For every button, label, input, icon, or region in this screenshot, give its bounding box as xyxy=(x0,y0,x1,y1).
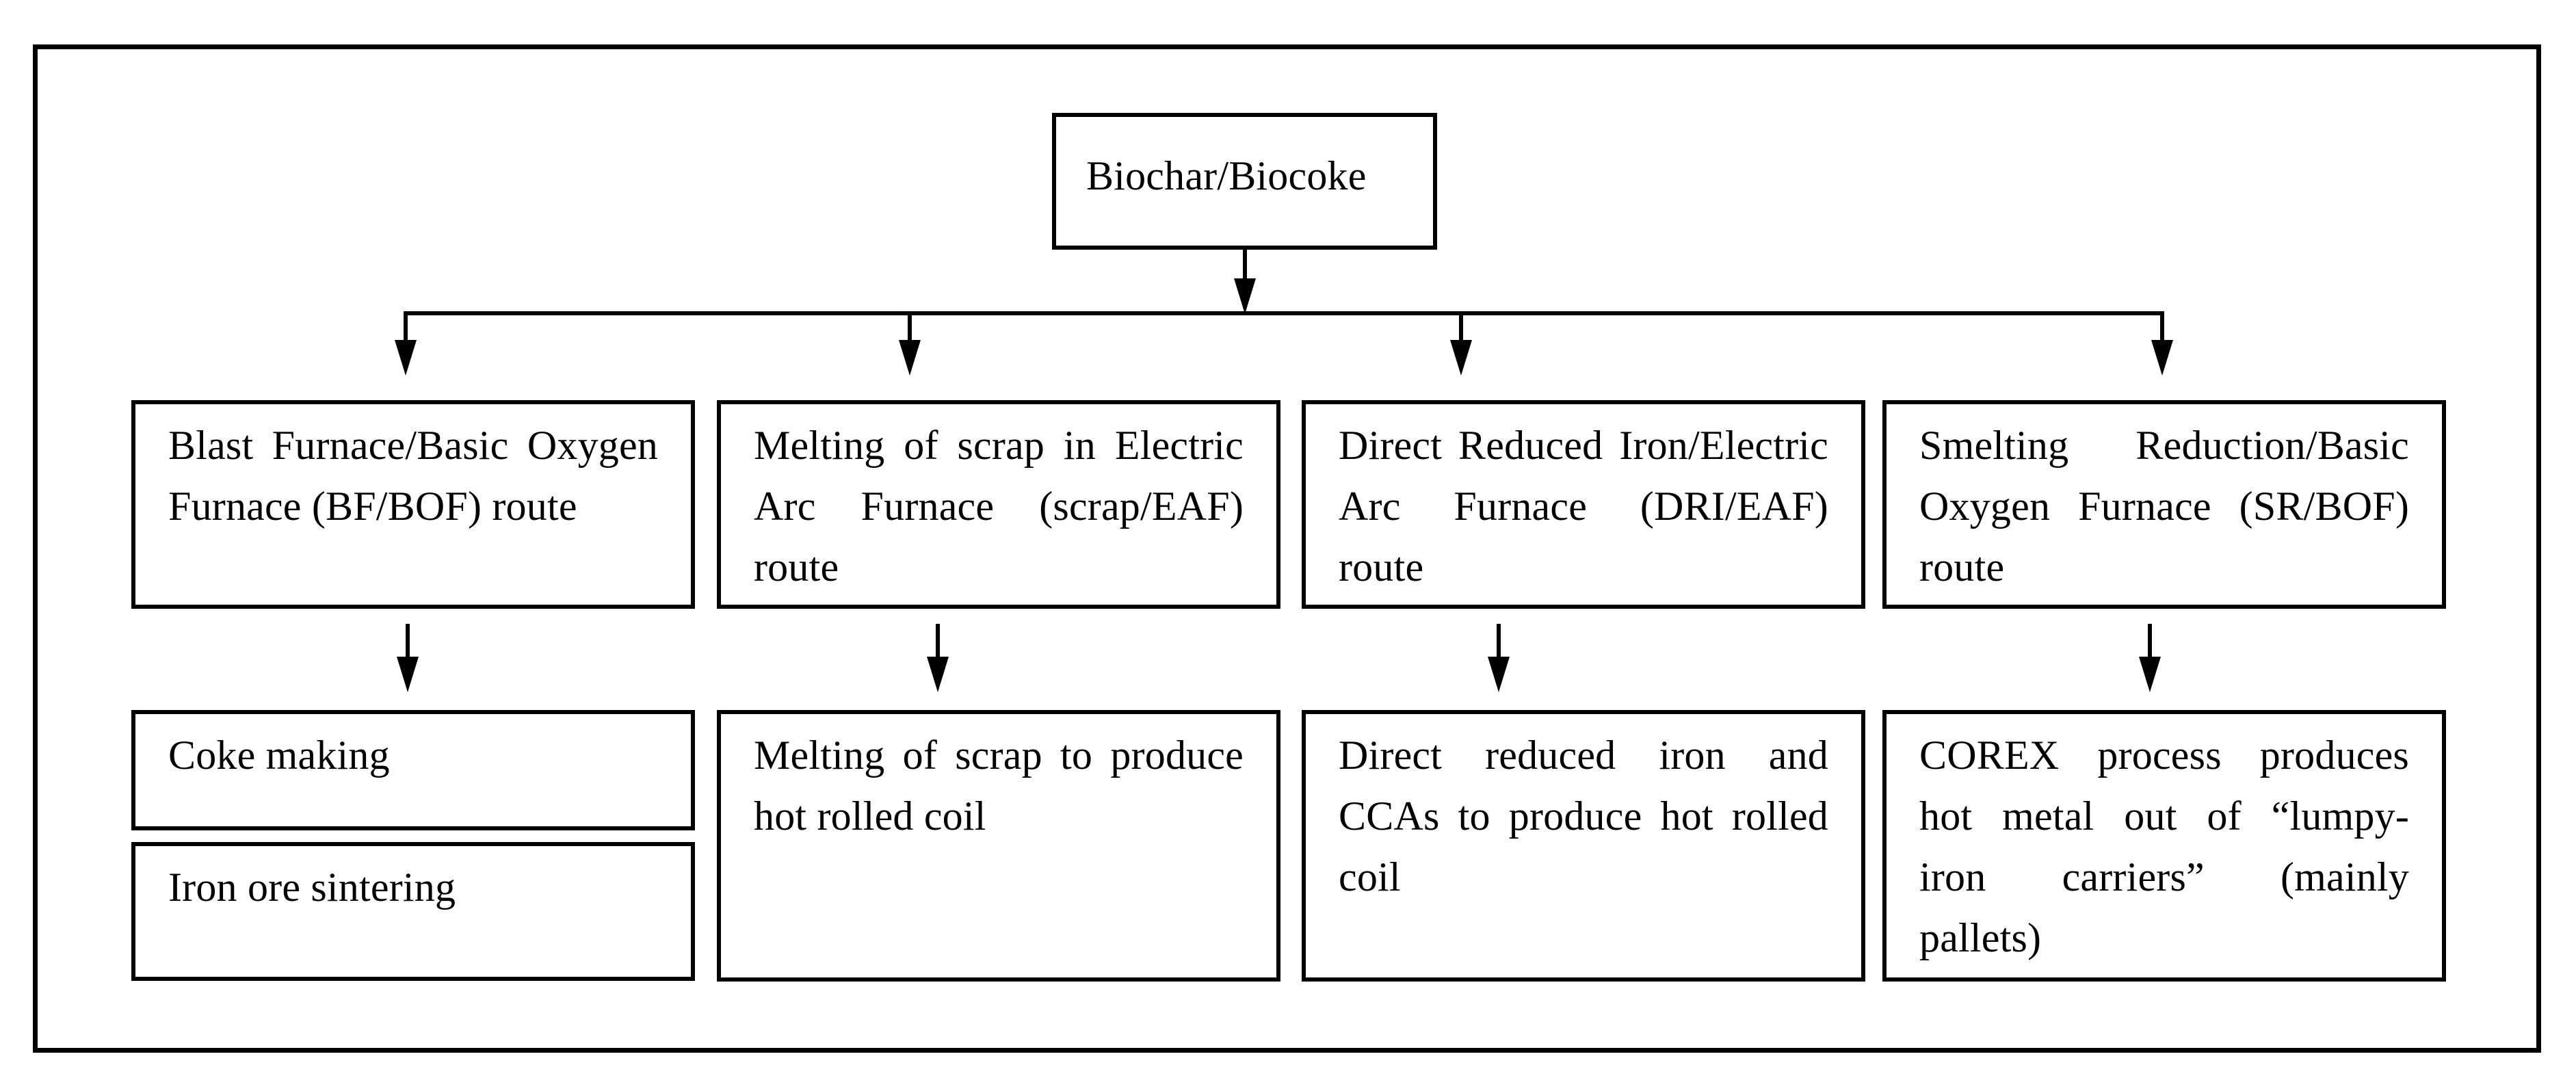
node-route-dri-eaf: Direct Reduced Iron/Electric Arc Furnace… xyxy=(1302,400,1865,609)
node-route-bf-bof: Blast Furnace/Basic Oxygen Furnace (BF/B… xyxy=(131,400,695,609)
arrowhead-down-icon xyxy=(2151,340,2173,376)
arrowhead-down-icon xyxy=(1488,657,1510,692)
connector-root-stem xyxy=(1243,250,1247,282)
arrowhead-down-icon xyxy=(899,340,921,376)
node-output-dri-ccas-hot-rolled-coil-label: Direct reduced iron and CCAs to produce … xyxy=(1339,733,1828,899)
node-output-coke-making-label: Coke making xyxy=(168,733,390,778)
node-output-scrap-hot-rolled-coil: Melting of scrap to produce hot rolled c… xyxy=(717,710,1280,982)
node-route-scrap-eaf: Melting of scrap in Electric Arc Furnace… xyxy=(717,400,1280,609)
node-biochar-biocoke-label: Biochar/Biocoke xyxy=(1086,153,1367,198)
node-output-iron-ore-sintering: Iron ore sintering xyxy=(131,842,695,981)
figure-border xyxy=(33,44,2541,1053)
arrowhead-down-icon xyxy=(2139,657,2161,692)
connector-route-3-output xyxy=(1497,624,1501,659)
arrowhead-down-icon xyxy=(397,657,419,692)
node-route-bf-bof-label: Blast Furnace/Basic Oxygen Furnace (BF/B… xyxy=(168,423,658,529)
node-output-iron-ore-sintering-label: Iron ore sintering xyxy=(168,865,456,910)
arrowhead-down-icon xyxy=(1234,278,1256,314)
connector-route-4-output xyxy=(2148,624,2152,659)
node-route-sr-bof: Smelting Reduction/Basic Oxygen Furnace … xyxy=(1882,400,2446,609)
node-output-corex-process: COREX process produces hot metal out of … xyxy=(1882,710,2446,982)
node-route-dri-eaf-label: Direct Reduced Iron/Electric Arc Furnace… xyxy=(1339,423,1828,590)
arrowhead-down-icon xyxy=(927,657,949,692)
connector-route-2-output xyxy=(936,624,940,659)
node-route-scrap-eaf-label: Melting of scrap in Electric Arc Furnace… xyxy=(754,423,1244,590)
connector-drop-1 xyxy=(404,311,408,343)
connector-drop-2 xyxy=(908,311,912,343)
arrowhead-down-icon xyxy=(395,340,417,376)
node-output-dri-ccas-hot-rolled-coil: Direct reduced iron and CCAs to produce … xyxy=(1302,710,1865,982)
node-output-coke-making: Coke making xyxy=(131,710,695,830)
node-route-sr-bof-label: Smelting Reduction/Basic Oxygen Furnace … xyxy=(1919,423,2409,590)
connector-distribution-line xyxy=(404,311,2164,315)
arrowhead-down-icon xyxy=(1450,340,1472,376)
node-output-scrap-hot-rolled-coil-label: Melting of scrap to produce hot rolled c… xyxy=(754,733,1244,839)
connector-drop-4 xyxy=(2160,311,2164,343)
connector-drop-3 xyxy=(1459,311,1463,343)
connector-route-1-output xyxy=(406,624,410,659)
node-output-corex-process-label: COREX process produces hot metal out of … xyxy=(1919,733,2409,960)
node-biochar-biocoke: Biochar/Biocoke xyxy=(1052,113,1437,250)
